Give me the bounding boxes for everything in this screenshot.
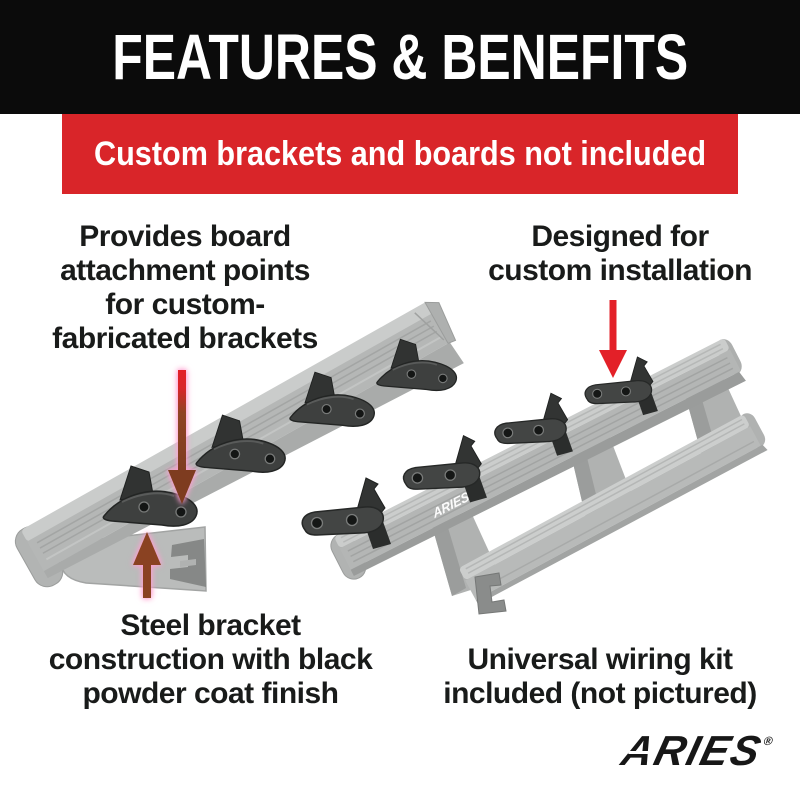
logo-slash-decoration	[628, 751, 653, 754]
header-bar: FEATURES & BENEFITS	[0, 0, 800, 114]
banner-text: Custom brackets and boards not included	[93, 134, 707, 173]
callout-wiring-kit: Universal wiring kit included (not pictu…	[443, 643, 757, 710]
callout-steel-bracket: Steel bracket construction with black po…	[48, 609, 373, 710]
callout-board-attachment: Provides board attachment points for cus…	[52, 220, 318, 355]
arrow-up-icon	[133, 532, 161, 598]
right-product-image: ARIES	[301, 339, 768, 615]
aries-logo: ARIES®	[617, 727, 776, 775]
arrow-down-icon	[168, 370, 196, 504]
lower-board	[460, 413, 768, 605]
page-title: FEATURES & BENEFITS	[112, 21, 688, 93]
callout-custom-installation: Designed for custom installation	[488, 220, 752, 287]
arrow-down-icon	[599, 300, 627, 378]
left-product-image	[14, 301, 464, 592]
registered-mark: ®	[761, 734, 775, 748]
not-included-banner: Custom brackets and boards not included	[62, 114, 738, 194]
board-end-profile	[474, 572, 507, 615]
